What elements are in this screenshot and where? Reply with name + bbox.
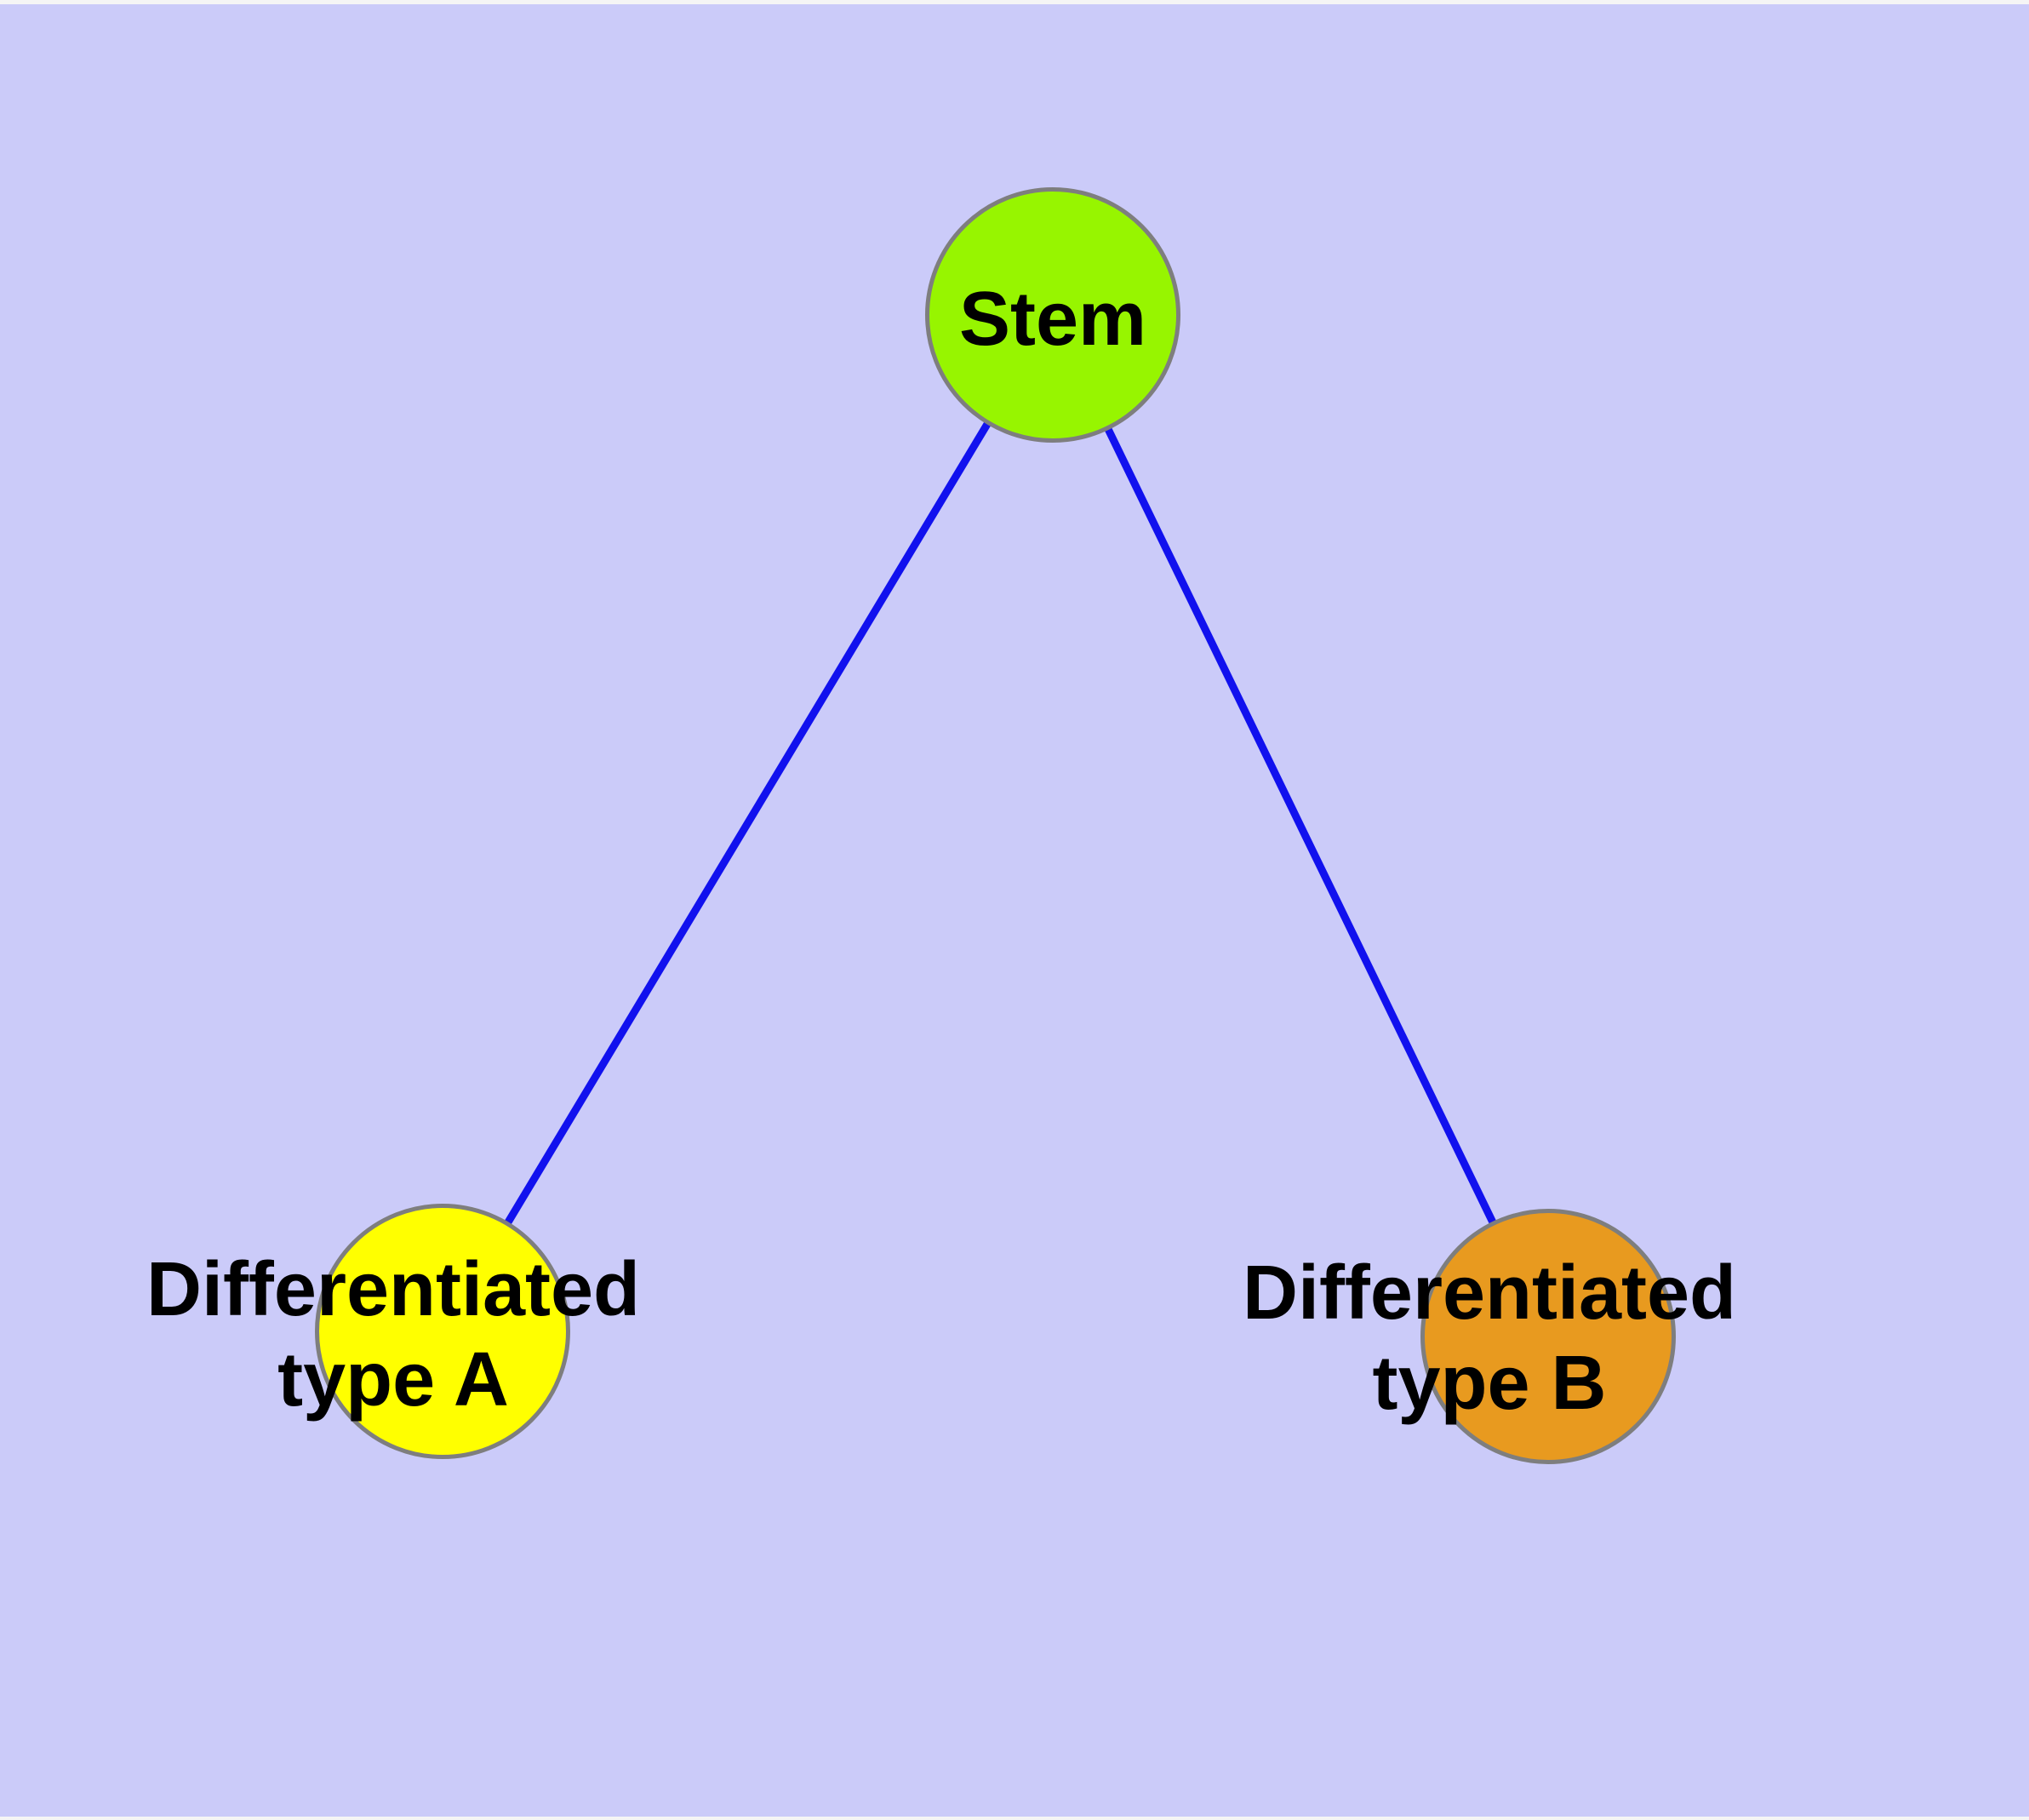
node-label-stem: Stem xyxy=(958,277,1147,362)
node-stem xyxy=(925,187,1180,443)
node-differentiated-type-a xyxy=(315,1204,570,1459)
node-differentiated-type-b xyxy=(1420,1209,1676,1464)
edge-stem-to-type-a xyxy=(439,312,1056,1334)
top-frame-strip xyxy=(0,0,2029,4)
edge-stem-to-type-b xyxy=(1049,313,1552,1338)
bottom-frame-strip xyxy=(0,1817,2029,1820)
node-label-differentiated-type-b: Differentiated type B xyxy=(1242,1251,1737,1426)
node-label-differentiated-type-a: Differentiated type A xyxy=(146,1247,641,1422)
